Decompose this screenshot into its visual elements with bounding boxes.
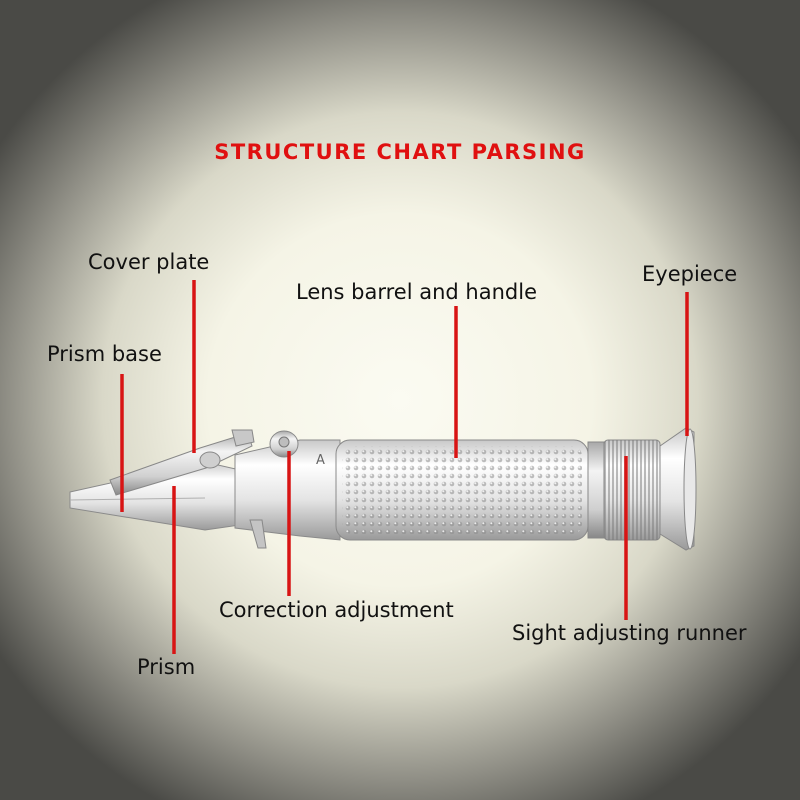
lens-barrel-part: [335, 439, 589, 541]
cover-plate-label: Cover plate: [88, 250, 210, 274]
page-title: STRUCTURE CHART PARSING: [214, 140, 586, 164]
svg-text:A: A: [316, 453, 325, 468]
correction-adjustment-label: Correction adjustment: [219, 598, 454, 622]
correction-knob-part: [269, 430, 299, 458]
eyepiece-part: [659, 427, 697, 551]
prism-base-label: Prism base: [47, 342, 162, 366]
leader-lines: [120, 280, 689, 654]
lens-barrel-label: Lens barrel and handle: [296, 280, 537, 304]
prism-label: Prism: [137, 655, 196, 679]
sight-adjusting-runner-label: Sight adjusting runner: [512, 621, 747, 645]
sight-runner-part: [587, 439, 661, 541]
eyepiece-label: Eyepiece: [642, 262, 738, 286]
cover-plate-part: [109, 429, 255, 496]
